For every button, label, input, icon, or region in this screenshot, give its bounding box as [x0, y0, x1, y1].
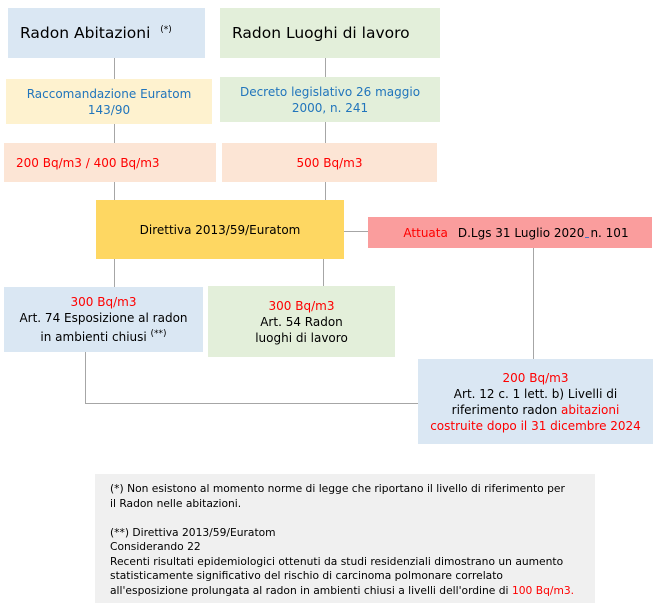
- box-art12-livelli-riferimento: 200 Bq/m3 Art. 12 c. 1 lett. b) Livelli …: [418, 359, 653, 444]
- euratom-line1: Raccomandazione Euratom: [26, 86, 192, 101]
- art74-line1: Art. 74 Esposizione al radon: [19, 311, 188, 325]
- art12-line1: Art. 12 c. 1 lett. b) Livelli di: [453, 386, 618, 401]
- art12-line2-black: riferimento radon: [451, 402, 562, 417]
- art54-value: 300 Bq/m3: [268, 298, 335, 313]
- note-ref-asterisk: (*): [160, 24, 172, 35]
- limit-abitazioni-value: 200 Bq/m3 / 400 Bq/m3: [16, 155, 160, 170]
- art12-line2: riferimento radon abitazioni: [452, 402, 620, 418]
- radon-lavoro-title: Radon Luoghi di lavoro: [232, 24, 440, 42]
- attuata-decree-text: D.Lgs 31 Luglio 2020: [457, 225, 585, 240]
- box-limit-lavoro: 500 Bq/m3: [222, 143, 437, 182]
- attuata-decree-number: n. 101: [590, 225, 629, 240]
- connector-limit-direttiva-left: [114, 182, 115, 200]
- attuata-status-label: Attuata: [403, 225, 448, 240]
- art74-value: 300 Bq/m3: [70, 295, 137, 309]
- art12-line3: costruite dopo il 31 dicembre 2024: [430, 418, 641, 433]
- art74-line2: in ambienti chiusi (**): [40, 326, 166, 345]
- connector-euratom-limit: [114, 124, 115, 143]
- footnote-p2-line5: all'esposizione prolungata al radon in a…: [110, 584, 595, 599]
- connector-art74-down: [85, 352, 86, 403]
- note-ref-double-asterisk: (**): [150, 329, 167, 339]
- connector-art74-art12: [85, 403, 418, 404]
- box-radon-abitazioni: Radon Abitazioni (*): [8, 8, 205, 58]
- footnote-p1-line2: il Radon nelle abitazioni.: [110, 496, 242, 510]
- box-attuata-dlgs: Attuata D.Lgs 31 Luglio 2020 n. 101: [368, 217, 652, 248]
- footnote-p2-line5-black: all'esposizione prolungata al radon in a…: [110, 583, 512, 597]
- box-limit-abitazioni: 200 Bq/m3 / 400 Bq/m3: [4, 143, 216, 182]
- euratom-line2: 143/90: [87, 102, 131, 117]
- footnote-spacer: [110, 511, 595, 526]
- radon-abitazioni-text: Radon Abitazioni: [20, 24, 151, 42]
- art54-line1: Art. 54 Radon: [260, 314, 343, 329]
- footnote-p2-line1: (**) Direttiva 2013/59/Euratom: [110, 525, 276, 539]
- box-art54-lavoro: 300 Bq/m3 Art. 54 Radon luoghi di lavoro: [208, 286, 395, 357]
- direttiva-title: Direttiva 2013/59/Euratom: [139, 222, 301, 237]
- art12-line2-red: abitazioni: [561, 402, 620, 417]
- decreto-line2: 2000, n. 241: [291, 100, 369, 115]
- footnote-p2-line4: statisticamente significativo del rischi…: [110, 569, 503, 582]
- footnote-p2-line5-red: 100 Bq/m3.: [511, 583, 575, 597]
- box-art74-abitazioni: 300 Bq/m3 Art. 74 Esposizione al radon i…: [4, 287, 203, 352]
- connector-lavoro-decreto: [325, 58, 326, 77]
- footnote-p1-line1: (*) Non esistono al momento norme di leg…: [110, 482, 565, 495]
- connector-decreto-limit: [325, 122, 326, 143]
- decreto-line1: Decreto legislativo 26 maggio: [239, 84, 421, 99]
- box-decreto-legislativo: Decreto legislativo 26 maggio 2000, n. 2…: [220, 77, 440, 122]
- connector-direttiva-art74: [114, 259, 115, 287]
- radon-abitazioni-title: Radon Abitazioni (*): [20, 24, 205, 42]
- connector-direttiva-attuata: [344, 231, 368, 232]
- box-direttiva: Direttiva 2013/59/Euratom: [96, 200, 344, 259]
- limit-lavoro-value: 500 Bq/m3: [296, 155, 363, 170]
- art12-value: 200 Bq/m3: [502, 370, 569, 385]
- connector-attuata-art12: [533, 248, 534, 359]
- box-raccomandazione-euratom: Raccomandazione Euratom 143/90: [6, 79, 212, 124]
- footnote-box: (*) Non esistono al momento norme di leg…: [95, 474, 595, 603]
- connector-abitazioni-euratom: [114, 58, 115, 79]
- connector-limit-direttiva-right: [325, 182, 326, 200]
- footnote-p2-line3: Recenti risultati epidemiologici ottenut…: [110, 554, 564, 568]
- box-radon-lavoro: Radon Luoghi di lavoro: [220, 8, 440, 58]
- art74-line2-text: in ambienti chiusi: [40, 330, 151, 344]
- footnote-p2-line2: Considerando 22: [110, 540, 201, 553]
- underline-artifact: [585, 227, 590, 238]
- radon-lavoro-text: Radon Luoghi di lavoro: [232, 24, 410, 42]
- art54-line2: luoghi di lavoro: [255, 330, 348, 345]
- connector-direttiva-art54: [323, 259, 324, 286]
